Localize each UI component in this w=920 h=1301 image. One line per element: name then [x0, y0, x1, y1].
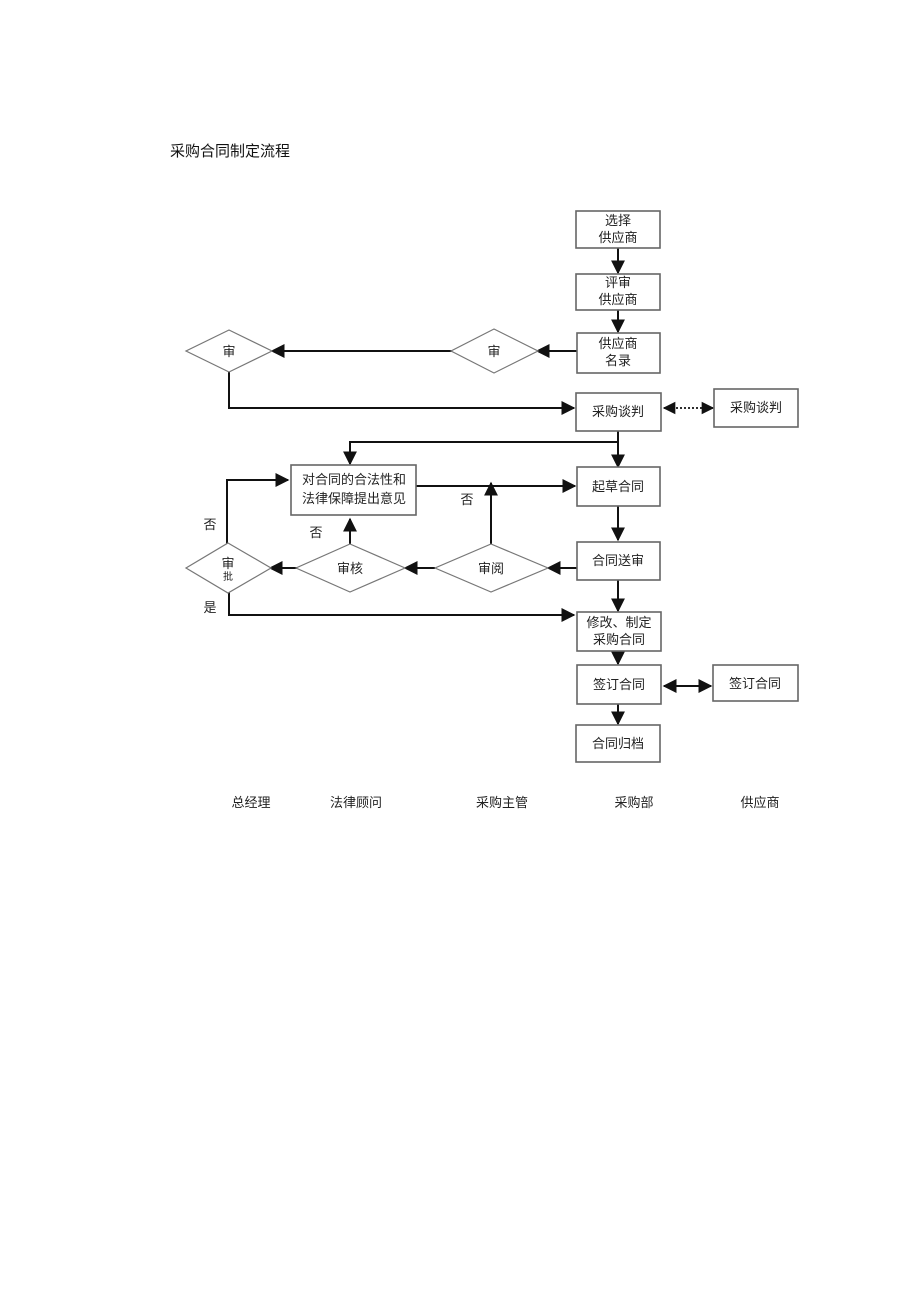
sign-contract-box: 签订合同	[576, 664, 662, 705]
edge-label-gm-yes: 是	[203, 601, 216, 616]
draft-contract-label: 起草合同	[592, 480, 644, 495]
sign-contract-label: 签订合同	[593, 677, 645, 693]
supplier-sign-label: 签订合同	[729, 676, 781, 692]
lane-general-manager: 总经理	[231, 796, 270, 811]
procurement-negotiation-box: 采购谈判	[575, 392, 662, 432]
legal-opinion-line2: 法律保障提出意见	[302, 491, 406, 507]
review-supplier-line2: 供应商	[598, 292, 637, 308]
edge-label-legal-no: 否	[309, 526, 322, 541]
edge-label-supervisor-no: 否	[460, 493, 473, 508]
procurement-negotiation-label: 采购谈判	[592, 404, 644, 420]
edges	[226, 248, 715, 726]
revise-contract-box: 修改、制定 采购合同	[576, 611, 662, 652]
revise-contract-line2: 采购合同	[593, 632, 645, 648]
edge-approve-top-to-negotiation	[228, 370, 576, 415]
supervisor-review-label: 审阅	[478, 562, 504, 577]
select-supplier-line1: 选择	[605, 214, 631, 229]
supplier-list-line2: 名录	[605, 353, 631, 369]
submit-contract-box: 合同送审	[576, 541, 661, 581]
lane-procurement-supervisor: 采购主管	[476, 795, 528, 811]
archive-contract-box: 合同归档	[575, 724, 661, 763]
approve-top-label: 审	[222, 345, 235, 360]
legal-opinion-box: 对合同的合法性和 法律保障提出意见	[290, 464, 417, 516]
revise-contract-line1: 修改、制定	[586, 616, 651, 631]
legal-review-diamond: 审核	[294, 543, 407, 593]
edge-gm-yes	[228, 592, 576, 622]
gm-approve-line1: 审	[221, 557, 234, 572]
supplier-negotiation-box: 采购谈判	[713, 388, 799, 428]
legal-review-label: 审核	[337, 562, 363, 577]
lane-supplier: 供应商	[740, 795, 779, 811]
lane-legal-counsel: 法律顾问	[330, 796, 382, 811]
edge-negotiation-to-legal	[343, 441, 618, 466]
approve-mid-diamond: 审	[449, 328, 540, 374]
review-supplier-line1: 评审	[605, 276, 631, 291]
supplier-list-box: 供应商 名录	[576, 332, 661, 374]
draft-contract-box: 起草合同	[576, 466, 661, 507]
supervisor-review-diamond: 审阅	[433, 543, 550, 593]
gm-approve-line2: 批	[223, 570, 233, 583]
gm-approve-diamond: 审 批	[184, 542, 273, 594]
review-supplier-box: 评审 供应商	[575, 273, 661, 311]
submit-contract-label: 合同送审	[592, 554, 644, 569]
edge-gm-no	[226, 473, 290, 545]
legal-opinion-line1: 对合同的合法性和	[302, 472, 406, 488]
supplier-list-line1: 供应商	[598, 336, 637, 352]
lane-procurement-dept: 采购部	[614, 795, 653, 811]
supplier-sign-box: 签订合同	[712, 664, 799, 702]
archive-contract-label: 合同归档	[592, 737, 644, 752]
select-supplier-line2: 供应商	[598, 230, 637, 246]
swimlane-labels: 总经理 法律顾问 采购主管 采购部 供应商	[231, 795, 779, 811]
approve-top-diamond: 审	[184, 329, 274, 373]
edge-label-gm-no: 否	[203, 518, 216, 533]
supplier-negotiation-label: 采购谈判	[730, 400, 782, 416]
page-title: 采购合同制定流程	[170, 142, 291, 160]
select-supplier-box: 选择 供应商	[575, 210, 661, 249]
approve-mid-label: 审	[487, 345, 500, 360]
